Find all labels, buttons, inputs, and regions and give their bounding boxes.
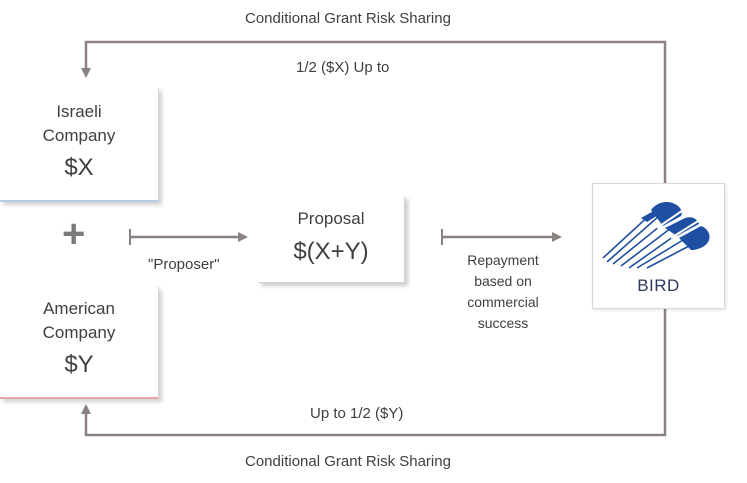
top-risk-sharing-arrow: [81, 40, 667, 183]
repayment-line3: commercial: [467, 294, 539, 310]
proposal-amount: $(X+Y): [293, 238, 369, 265]
proposal-title: Proposal: [297, 209, 365, 228]
repayment-label: Repayment based on commercial success: [446, 250, 560, 334]
bottom-risk-sharing-label: Conditional Grant Risk Sharing: [245, 453, 451, 470]
top-arrow-label: 1/2 ($X) Up to: [296, 59, 390, 76]
bird-name: BIRD: [637, 276, 680, 295]
repayment-line2: based on: [474, 273, 532, 289]
israeli-company-name-line1: Israeli: [56, 102, 102, 121]
israeli-company-name: Israeli Company: [0, 100, 158, 148]
american-company-name-line2: Company: [42, 323, 116, 342]
repayment-line1: Repayment: [467, 252, 539, 268]
proposal-box: Proposal $(X+Y): [258, 196, 405, 283]
bottom-risk-sharing-arrow: [81, 307, 667, 437]
top-risk-sharing-label: Conditional Grant Risk Sharing: [245, 10, 451, 27]
american-company-name: American Company: [0, 297, 158, 345]
israeli-company-box: Israeli Company $X: [0, 88, 159, 202]
american-company-box: American Company $Y: [0, 287, 159, 399]
american-company-amount: $Y: [64, 351, 94, 378]
american-company-name-line1: American: [43, 299, 115, 318]
bird-box: BIRD: [592, 183, 725, 309]
repayment-line4: success: [477, 315, 529, 331]
plus-sign: +: [62, 212, 86, 256]
bird-logo-icon: [602, 202, 710, 269]
israeli-company-name-line2: Company: [42, 126, 116, 145]
israeli-company-amount: $X: [64, 154, 94, 181]
bottom-arrow-label: Up to 1/2 ($Y): [310, 405, 404, 422]
proposer-label: "Proposer": [148, 256, 220, 273]
